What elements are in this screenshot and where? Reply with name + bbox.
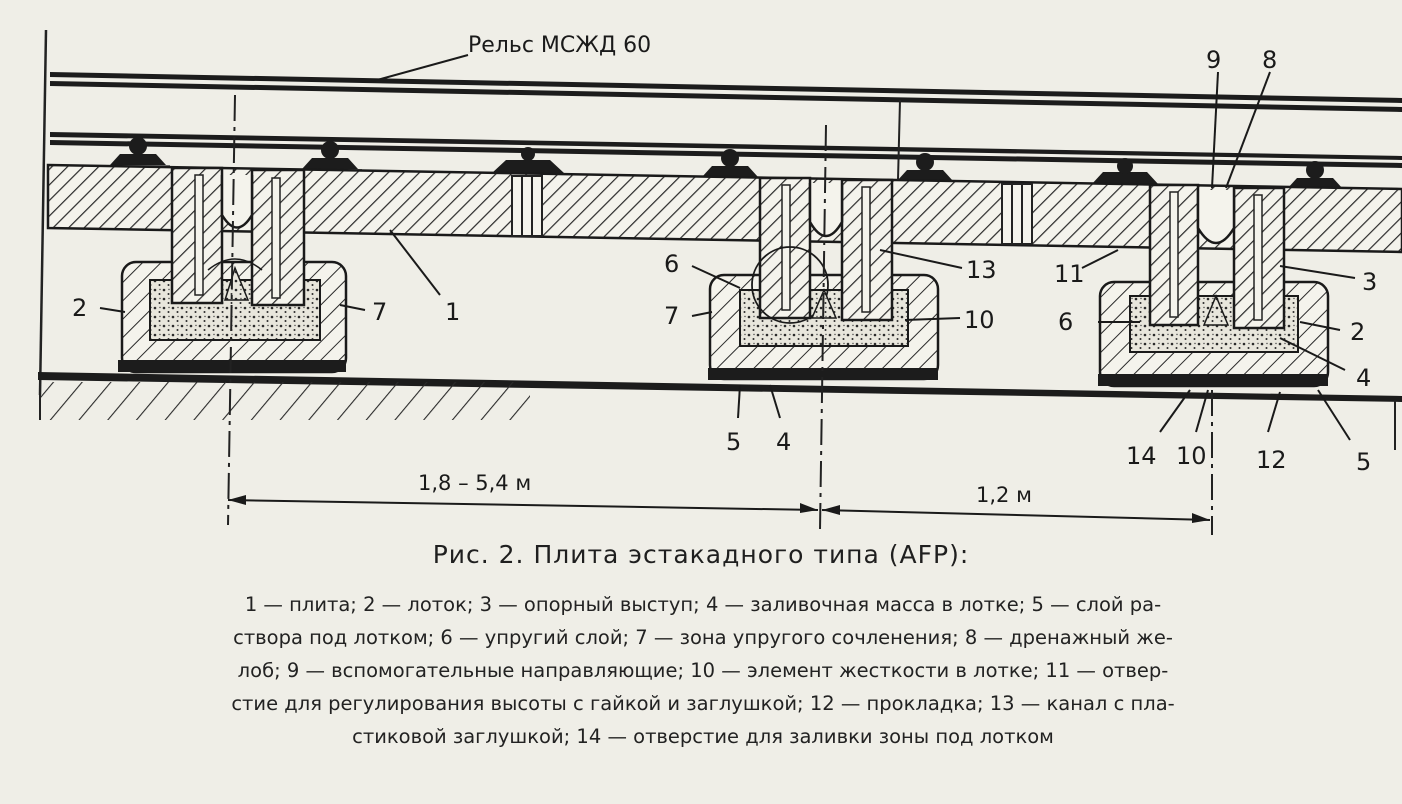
callout-2-left: 2 xyxy=(72,294,87,322)
callout-4-right: 4 xyxy=(1356,364,1371,392)
callout-14: 14 xyxy=(1126,442,1157,470)
callout-9: 9 xyxy=(1206,46,1221,74)
support-trough-left xyxy=(118,166,348,374)
callout-5-right: 5 xyxy=(1356,448,1371,476)
rail-label: Рельс МСЖД 60 xyxy=(468,33,651,58)
legend-line: стиковой заглушкой; 14 — отверстие для з… xyxy=(352,725,1054,748)
callout-12: 12 xyxy=(1256,446,1287,474)
legend-line: лоб; 9 — вспомогательные направляющие; 1… xyxy=(237,659,1169,682)
slab-plate xyxy=(46,163,1402,254)
figure-caption-title: Рис. 2. Плита эстакадного типа (AFP): xyxy=(432,540,970,569)
legend-line: стие для регулирования высоты с гайкой и… xyxy=(231,692,1175,715)
support-trough-right xyxy=(1098,183,1330,388)
callout-5-mid: 5 xyxy=(726,428,741,456)
callout-10-mid: 10 xyxy=(964,306,995,334)
callout-1: 1 xyxy=(445,298,460,326)
foundation-base xyxy=(38,372,1402,420)
left-border-line xyxy=(38,29,48,396)
dimension-lines xyxy=(227,495,1211,523)
dimension-gap-label: 1,2 м xyxy=(976,483,1032,507)
legend-line: створа под лотком; 6 — упругий слой; 7 —… xyxy=(233,626,1173,649)
callout-3: 3 xyxy=(1362,268,1377,296)
figure-legend: 1 — плита; 2 — лоток; 3 — опорный выступ… xyxy=(18,588,1388,753)
callout-6-mid: 6 xyxy=(664,250,679,278)
callout-11: 11 xyxy=(1054,260,1085,288)
callout-7-mid: 7 xyxy=(664,302,679,330)
axis-lines xyxy=(227,94,1213,535)
callout-6-right: 6 xyxy=(1058,308,1073,336)
rail-upper xyxy=(50,72,1402,112)
callout-2-right: 2 xyxy=(1350,318,1365,346)
callout-7-left: 7 xyxy=(372,298,387,326)
callout-10-right: 10 xyxy=(1176,442,1207,470)
callout-13: 13 xyxy=(966,256,997,284)
dimension-span-label: 1,8 – 5,4 м xyxy=(418,471,531,495)
callout-4-mid: 4 xyxy=(776,428,791,456)
callout-8: 8 xyxy=(1262,46,1277,74)
leader-lines xyxy=(99,54,1356,441)
legend-line: 1 — плита; 2 — лоток; 3 — опорный выступ… xyxy=(244,593,1162,616)
